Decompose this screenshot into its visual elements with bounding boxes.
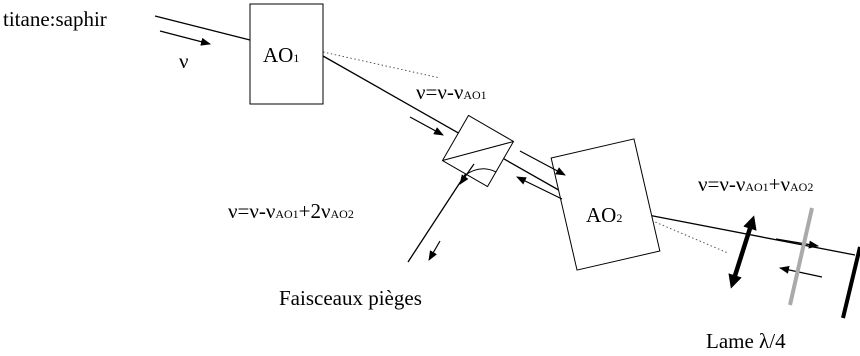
arrow-input <box>159 30 211 46</box>
quarter-wave-plate <box>788 207 814 306</box>
beam-splitter-cube <box>441 114 515 188</box>
mirror <box>841 246 860 319</box>
arrow-backward-1 <box>516 176 563 200</box>
arrow-backward-2 <box>779 265 823 278</box>
freq-return-label: ν=ν-νAO1+2νAO2 <box>228 199 354 223</box>
lens-icon <box>728 215 757 289</box>
arrow-forward-1 <box>409 116 444 136</box>
arrow-trap-1 <box>459 163 475 185</box>
diffraction-ao2-dotted <box>647 218 729 254</box>
aom1-label: AO1 <box>263 43 299 67</box>
aom2-box <box>550 138 661 271</box>
beam-ao2-to-mirror <box>647 214 856 256</box>
diffraction-ao1-dotted <box>322 51 441 79</box>
aom1-box <box>249 3 324 105</box>
arrow-trap-2 <box>428 240 441 261</box>
arrow-forward-3 <box>775 238 819 249</box>
input-frequency-label: ν <box>179 49 189 73</box>
freq-after-ao1-label: ν=ν-νAO1 <box>416 80 487 104</box>
trap-beams-label: Faisceaux pièges <box>279 286 422 310</box>
beam-input <box>154 15 251 41</box>
source-label: titane:saphir <box>3 7 107 31</box>
beam-ao1-to-cube <box>322 55 579 202</box>
aom2-label: AO2 <box>586 203 622 227</box>
arrow-forward-2 <box>519 150 566 176</box>
freq-after-ao2-label: ν=ν-νAO1+νAO2 <box>698 172 813 196</box>
waveplate-label: Lame λ/4 <box>706 329 786 353</box>
